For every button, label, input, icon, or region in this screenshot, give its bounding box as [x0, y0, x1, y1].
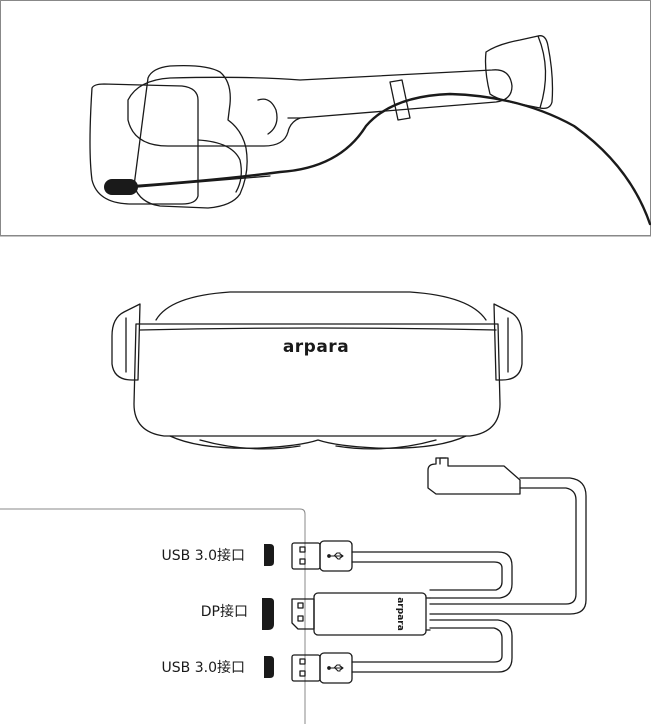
dp-port-label: DP接口 — [200, 604, 248, 620]
usb-port-label-top: USB 3.0接口 — [161, 548, 245, 564]
front-left-hinge — [111, 303, 141, 381]
front-logo: arpara — [283, 337, 349, 357]
headset-connector — [427, 457, 521, 495]
cable-harness — [351, 457, 587, 673]
device-ports — [262, 544, 274, 678]
usb-port-label-bottom: USB 3.0接口 — [161, 660, 245, 676]
side-housing — [89, 83, 199, 205]
usb-symbol-icon — [327, 552, 344, 560]
harness-main-cable — [429, 477, 587, 615]
side-cable — [134, 92, 651, 226]
harness-usb-bottom-branch — [351, 619, 513, 673]
port-panel-frame — [0, 508, 306, 724]
headset-front-view: arpara — [111, 291, 523, 450]
harness-usb-top-branch — [351, 551, 513, 599]
side-rear-cushion — [133, 64, 248, 209]
dp-plug: arpara — [291, 592, 431, 636]
usb-port-bottom — [264, 656, 274, 678]
front-main-body — [133, 323, 501, 437]
side-headstrap-arm — [127, 69, 513, 147]
headset-side-view — [89, 35, 651, 226]
plug-logo: arpara — [395, 597, 405, 631]
front-right-hinge — [493, 303, 523, 381]
side-rear-pad — [484, 35, 554, 110]
side-strap-buckle — [389, 79, 411, 121]
usb-port-top — [264, 544, 274, 566]
usb-plug-top — [291, 540, 353, 572]
top-panel-frame — [0, 0, 651, 236]
usb-plug-bottom — [291, 652, 353, 684]
front-top-arch — [155, 291, 487, 321]
dp-port — [262, 598, 274, 630]
usb-symbol-icon — [327, 664, 344, 672]
microphone — [104, 179, 138, 195]
front-lens-cushion — [169, 435, 467, 449]
